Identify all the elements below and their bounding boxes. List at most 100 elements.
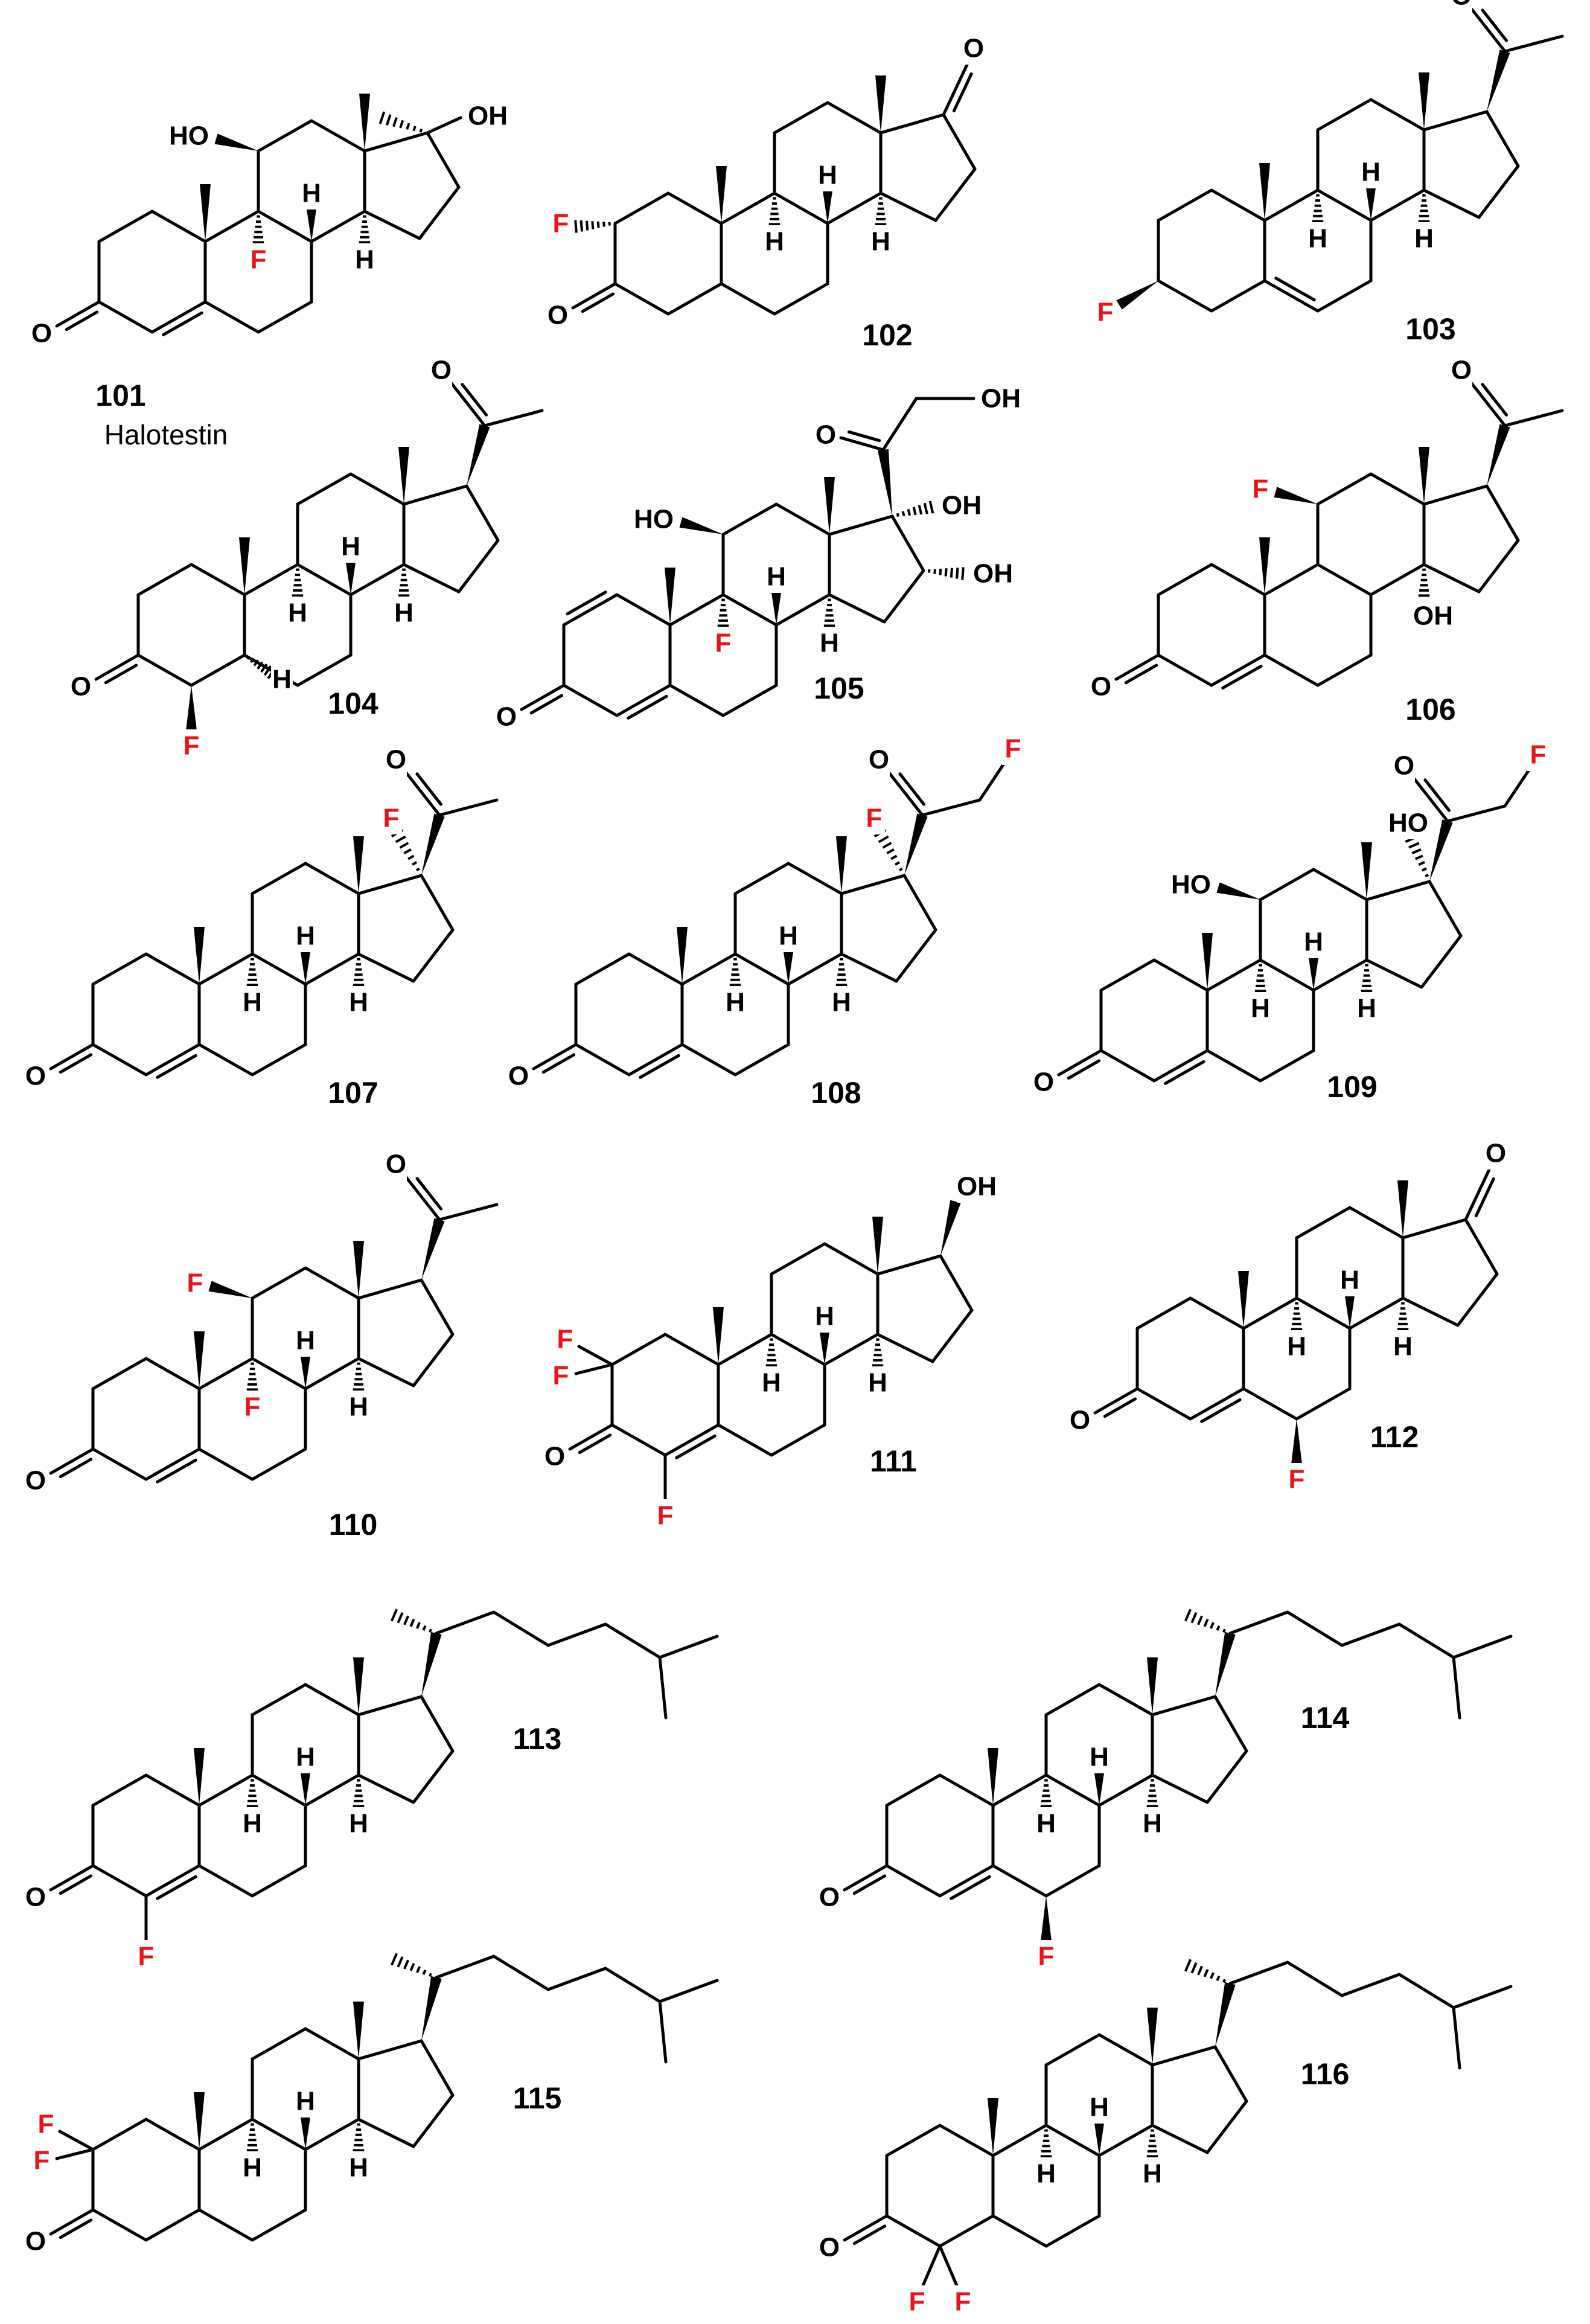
bond-C5-C6	[197, 2208, 254, 2242]
bond-C9-C10	[668, 593, 725, 627]
CH2F-bond	[1503, 768, 1531, 808]
double-bond-C4-C5-inner	[950, 1875, 991, 1900]
C3-carbonyl	[532, 1043, 578, 1071]
side-chain-methyl	[658, 1634, 719, 1659]
bond-C8-C9	[257, 210, 313, 243]
H14-bond	[823, 598, 836, 632]
bond-C6-C7	[1316, 279, 1373, 313]
acetyl-methyl	[1503, 409, 1564, 427]
fluorine-label: F	[657, 1501, 674, 1531]
C21-methyl	[391, 1609, 432, 1633]
acetyl-carbonyl	[1470, 7, 1507, 53]
H8-bond	[1344, 1292, 1355, 1328]
bond-C17-C13	[1151, 2045, 1217, 2067]
H8-bond	[1365, 184, 1376, 220]
fluorine-label: F	[244, 1392, 261, 1422]
bond-C10-C1	[627, 952, 684, 986]
acetyl-oxygen: O	[386, 1150, 406, 1179]
H14-label: H	[868, 1368, 887, 1398]
side-chain-C20-bond	[421, 1976, 442, 2041]
bond-C1-C2	[885, 1773, 942, 1807]
acetyl-oxygen: O	[431, 356, 452, 385]
side-chain-C20-bond	[421, 1631, 442, 1697]
acetyl-carbonyl-inner	[1481, 383, 1509, 417]
fluorine-label: F	[187, 1269, 203, 1298]
hydroxyl-label: OH	[973, 559, 1013, 589]
methyl-C19	[1238, 1271, 1249, 1328]
bond-C8-C9	[721, 593, 778, 627]
bond-C9-C10	[243, 563, 299, 597]
methyl-C19	[1259, 163, 1270, 220]
bond-C5-C6	[1242, 1387, 1298, 1421]
acetyl-carbonyl	[1470, 382, 1507, 427]
bond-C15-C16	[412, 1333, 455, 1388]
bond-C16-C17	[1485, 484, 1520, 542]
bond-C6-C7	[296, 653, 353, 687]
methyl-C19	[194, 927, 205, 984]
C3-carbonyl	[520, 683, 566, 711]
C3-carbonyl-inner	[578, 1433, 612, 1455]
H14-bond	[835, 958, 848, 991]
C3-oxygen: O	[31, 319, 52, 348]
bond-C1-C2	[1157, 188, 1213, 222]
bond-C10-C1	[190, 563, 246, 597]
H14-label: H	[355, 245, 374, 275]
C3-carbonyl	[571, 282, 617, 310]
compound-number: 106	[1405, 693, 1455, 726]
bond-C14-C15	[357, 2118, 415, 2148]
H8-bond	[306, 205, 317, 242]
bond-C12-C13	[826, 101, 883, 135]
compound-number: 105	[814, 671, 864, 705]
H9-bond	[1290, 1302, 1303, 1336]
bond-C6-C7	[773, 282, 829, 316]
C20-oxygen: O	[816, 420, 836, 450]
bond-C15-C16	[1456, 1272, 1499, 1327]
double-bond-C4-C5-inner	[1164, 1060, 1205, 1085]
double-bond-C5-C6-inner	[1274, 277, 1316, 302]
bond-C6-C7	[1295, 1387, 1352, 1421]
methyl-C19	[988, 1748, 998, 1805]
C11-OH-bond	[1216, 882, 1260, 900]
bond-C15-C16	[895, 928, 937, 983]
bond-C6-C7	[1316, 653, 1373, 687]
C17-OH-bond	[940, 1200, 961, 1256]
compound-number: 114	[1301, 1701, 1350, 1735]
side-chain-methyl	[1452, 1656, 1461, 1720]
bond-C4-C5	[1210, 279, 1266, 313]
bond-C9-C10	[717, 1333, 773, 1366]
C17-F-bond	[873, 829, 903, 872]
bond-C12-C13	[1097, 2033, 1154, 2067]
bond-C3-C4	[613, 282, 670, 316]
H9-bond	[1039, 2129, 1053, 2163]
compound-number: 110	[329, 1508, 378, 1541]
H14-bond	[352, 2123, 365, 2157]
bond-C6-C7	[1259, 1049, 1315, 1083]
fluorine-label: F	[866, 804, 883, 833]
H9-bond	[246, 2123, 259, 2157]
side-chain-methyl	[658, 2000, 668, 2064]
H14-bond	[397, 568, 410, 602]
bond-C1-C2	[91, 1357, 148, 1391]
H14-bond	[874, 197, 887, 231]
hydroxyl-label: OH	[942, 491, 982, 520]
H9-label: H	[243, 988, 262, 1017]
H14-label: H	[349, 1392, 368, 1422]
C3-oxygen: O	[819, 2233, 840, 2262]
bond-C14-C8	[310, 210, 366, 243]
H8-label: H	[1304, 927, 1323, 957]
bond-C11-C12	[251, 1266, 307, 1300]
compound-number: 101	[95, 379, 145, 412]
fluorine-label: F	[38, 2110, 54, 2139]
bond-C16-C17	[426, 131, 461, 189]
H14-label: H	[1143, 2159, 1162, 2189]
compound-number: 109	[1327, 1070, 1377, 1104]
C3-carbonyl	[1114, 653, 1160, 681]
double-bond-C4-C5-inner	[627, 694, 668, 720]
H9-bond	[246, 1779, 259, 1813]
methyl-C19	[200, 184, 211, 242]
bond-C17-C13	[876, 1254, 942, 1276]
bond-C10-C1	[666, 191, 723, 225]
